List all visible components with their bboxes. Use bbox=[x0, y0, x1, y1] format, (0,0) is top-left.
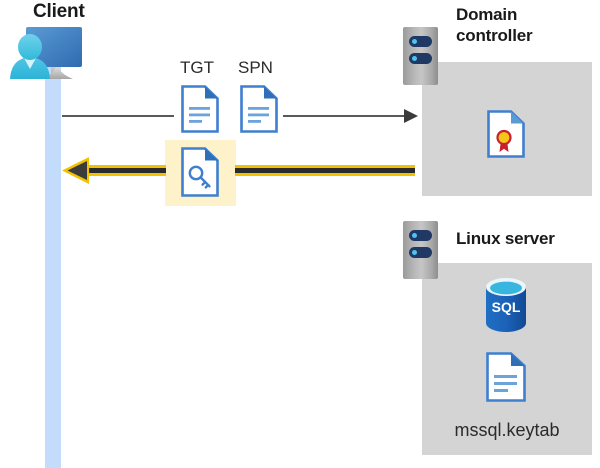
linux-server-title: Linux server bbox=[456, 229, 555, 248]
sql-database-label: SQL bbox=[492, 299, 521, 315]
client-title: Client bbox=[33, 1, 85, 22]
response-arrow-head bbox=[61, 156, 90, 185]
keytab-filename-label: mssql.keytab bbox=[454, 420, 560, 440]
tgt-document-icon bbox=[181, 85, 219, 133]
spn-label: SPN bbox=[238, 58, 273, 77]
domain-controller-title: Domain controller bbox=[456, 4, 533, 46]
spn-document-icon bbox=[240, 85, 278, 133]
request-arrow-head bbox=[404, 108, 420, 124]
request-arrow-line-right bbox=[283, 115, 407, 117]
domain-controller-title-line1: Domain bbox=[456, 5, 518, 24]
client-lifeline bbox=[45, 58, 61, 468]
keytab-document-icon bbox=[486, 352, 526, 402]
response-arrow-core-left bbox=[86, 168, 166, 173]
request-arrow-line-left bbox=[62, 115, 174, 117]
linux-server-server-icon bbox=[403, 221, 438, 279]
tgt-label: TGT bbox=[180, 58, 214, 77]
certificate-document-icon bbox=[487, 110, 525, 158]
response-arrow-core-right bbox=[235, 168, 415, 173]
domain-controller-server-icon bbox=[403, 27, 438, 85]
domain-controller-title-line2: controller bbox=[456, 26, 533, 45]
key-document-icon bbox=[181, 147, 219, 197]
client-icon bbox=[8, 25, 104, 87]
sql-database-icon: SQL bbox=[483, 278, 529, 332]
